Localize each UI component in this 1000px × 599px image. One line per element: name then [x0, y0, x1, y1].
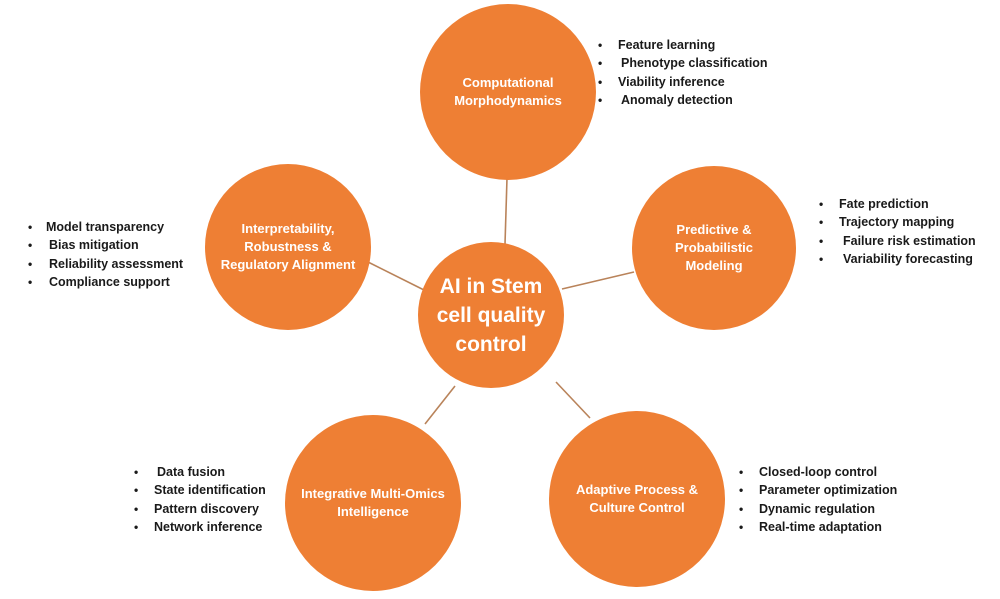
node-label: Computational Morphodynamics	[454, 75, 562, 108]
bullet-item: Real-time adaptation	[739, 518, 897, 537]
bullet-list-computational-morphodynamics: Feature learning Phenotype classificatio…	[598, 36, 768, 109]
bullet-list-predictive-probabilistic-modeling: Fate prediction Trajectory mapping Failu…	[819, 195, 976, 268]
node-label: Interpretability, Robustness & Regulator…	[220, 221, 356, 272]
bullet-item: Fate prediction	[819, 195, 976, 214]
bullet-item: Parameter optimization	[739, 481, 897, 500]
node-label: Predictive & Probabilistic Modeling	[674, 222, 754, 273]
connector-bottom-right	[555, 381, 591, 419]
bullet-item: Reliability assessment	[28, 255, 183, 274]
bullet-item: Bias mitigation	[28, 236, 183, 255]
node-label: Integrative Multi-Omics Intelligence	[301, 486, 445, 519]
node-computational-morphodynamics: Computational Morphodynamics	[420, 4, 596, 180]
node-adaptive-process-culture-control: Adaptive Process & Culture Control	[549, 411, 725, 587]
connector-left	[367, 261, 425, 291]
bullet-list-adaptive-process-culture-control: Closed-loop control Parameter optimizati…	[739, 463, 897, 536]
bullet-item: Data fusion	[134, 463, 266, 482]
center-node: AI in Stem cell quality control	[418, 242, 564, 388]
bullet-item: Compliance support	[28, 273, 183, 292]
node-label: Adaptive Process & Culture Control	[575, 482, 699, 515]
bullet-item: State identification	[134, 481, 266, 500]
bullet-item: Network inference	[134, 518, 266, 537]
center-node-label: AI in Stem cell quality control	[436, 274, 546, 356]
bullet-item: Closed-loop control	[739, 463, 897, 482]
bullet-item: Trajectory mapping	[819, 213, 976, 232]
bullet-item: Anomaly detection	[598, 91, 768, 110]
connector-right	[561, 271, 635, 290]
bullet-list-integrative-multi-omics-intelligence: Data fusion State identification Pattern…	[134, 463, 266, 536]
bullet-item: Failure risk estimation	[819, 232, 976, 251]
bullet-item: Model transparency	[28, 218, 183, 237]
bullet-item: Viability inference	[598, 73, 768, 92]
node-predictive-probabilistic-modeling: Predictive & Probabilistic Modeling	[632, 166, 796, 330]
node-integrative-multi-omics-intelligence: Integrative Multi-Omics Intelligence	[285, 415, 461, 591]
bullet-item: Phenotype classification	[598, 54, 768, 73]
bullet-list-interpretability-robustness-regulatory-alignment: Model transparency Bias mitigation Relia…	[28, 218, 183, 291]
bullet-item: Feature learning	[598, 36, 768, 55]
connector-bottom-left	[424, 385, 456, 425]
bullet-item: Dynamic regulation	[739, 500, 897, 519]
node-interpretability-robustness-regulatory-alignment: Interpretability, Robustness & Regulator…	[205, 164, 371, 330]
bullet-item: Variability forecasting	[819, 250, 976, 269]
bullet-item: Pattern discovery	[134, 500, 266, 519]
connector-top	[504, 177, 508, 245]
